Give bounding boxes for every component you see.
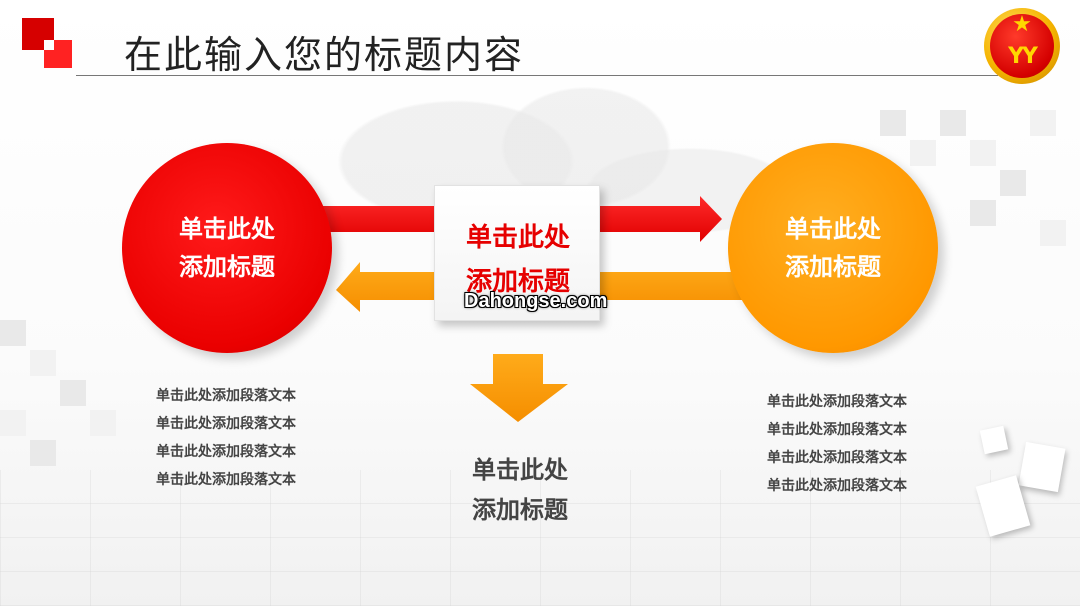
- decor-square: [30, 440, 56, 466]
- bottom-title-line1: 单击此处: [472, 456, 568, 484]
- right-paragraph[interactable]: 单击此处添加段落文本单击此处添加段落文本单击此处添加段落文本单击此处添加段落文本: [767, 394, 907, 494]
- decor-square: [90, 410, 116, 436]
- title-divider: [76, 75, 998, 76]
- right-circle-line2: 添加标题: [785, 253, 881, 281]
- arrow-down-orange: [470, 354, 568, 422]
- left-circle-line1: 单击此处: [179, 215, 275, 243]
- decor-square: [60, 380, 86, 406]
- emblem-logo-text: YY: [1008, 44, 1038, 69]
- decor-square: [0, 410, 26, 436]
- emblem-inner: [990, 14, 1054, 78]
- decor-square: [910, 140, 936, 166]
- decor-square: [970, 200, 996, 226]
- right-orange-circle[interactable]: 单击此处 添加标题: [728, 143, 938, 353]
- decor-square: [880, 110, 906, 136]
- center-box-line1: 单击此处: [465, 223, 570, 253]
- center-box-line2: 添加标题: [465, 267, 570, 297]
- logo-square-gap: [44, 40, 54, 50]
- decor-square: [1030, 110, 1056, 136]
- left-circle-line2: 添加标题: [179, 253, 275, 281]
- right-circle-line1: 单击此处: [785, 215, 881, 243]
- center-title-box[interactable]: 单击此处 添加标题: [434, 185, 600, 321]
- watermark-text: Dahongse.com: [464, 290, 608, 312]
- decor-square: [30, 350, 56, 376]
- left-paragraph[interactable]: 单击此处添加段落文本单击此处添加段落文本单击此处添加段落文本单击此处添加段落文本: [156, 388, 296, 488]
- left-red-circle[interactable]: 单击此处 添加标题: [122, 143, 332, 353]
- floor-grid-background: [0, 470, 1080, 606]
- decor-square: [0, 320, 26, 346]
- star-icon: ★: [1012, 12, 1032, 37]
- decor-square: [1000, 170, 1026, 196]
- decor-square: [970, 140, 996, 166]
- decor-square: [1040, 220, 1066, 246]
- bottom-title[interactable]: 单击此处 添加标题: [460, 450, 580, 530]
- bottom-title-line2: 添加标题: [472, 496, 568, 524]
- page-title[interactable]: 在此输入您的标题内容: [124, 33, 525, 77]
- emblem-icon: ★ YY: [984, 8, 1060, 84]
- decor-square: [940, 110, 966, 136]
